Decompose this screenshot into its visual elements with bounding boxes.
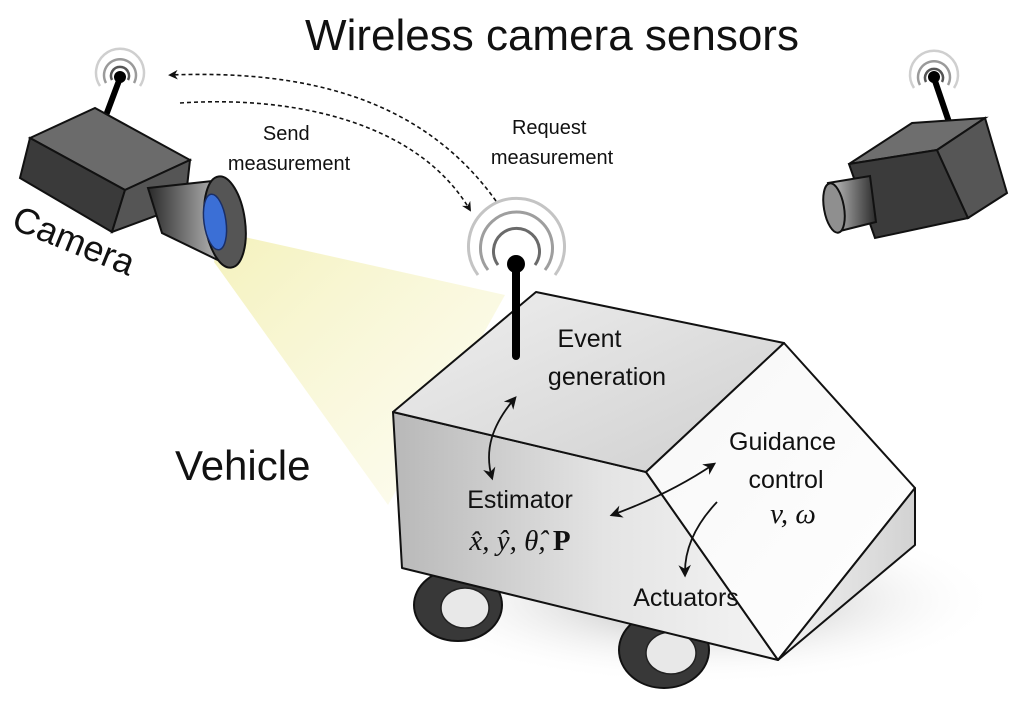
label-request-line1: Request [512, 117, 587, 139]
label-vehicle: Vehicle [175, 442, 310, 489]
label-event-generation: Event generation [548, 325, 666, 391]
estimator-vars: x̂, ŷ, θ̂, [468, 525, 553, 557]
wireless-signal-icon [908, 49, 960, 128]
arrow-estimator-guidance [609, 462, 717, 518]
diagram-title: Wireless camera sensors [305, 11, 799, 60]
label-guidance-line2: control [748, 466, 823, 494]
label-send-line2: measurement [228, 153, 351, 175]
label-control-vars: v, ω [770, 498, 816, 530]
label-request-line2: measurement [491, 147, 614, 169]
arrow-event-estimator [483, 396, 517, 481]
label-guidance-line1: Guidance [729, 428, 836, 456]
label-send-line1: Send [263, 123, 310, 145]
label-send-measurement: Send measurement [228, 123, 351, 175]
send-measurement-arrow [168, 69, 497, 202]
label-guidance-control: Guidance control [729, 428, 843, 494]
arrow-guidance-actuators [678, 501, 718, 578]
label-event-line2: generation [548, 363, 666, 391]
vehicle-antenna-icon [467, 196, 566, 360]
label-actuators: Actuators [633, 584, 739, 612]
vehicle-right-face [777, 487, 916, 661]
label-request-measurement: Request measurement [491, 117, 614, 169]
label-event-line1: Event [558, 325, 622, 353]
label-estimator-vars: x̂, ŷ, θ̂, P [468, 525, 570, 557]
camera-icon-right [822, 49, 1009, 240]
label-estimator: Estimator [467, 486, 573, 514]
estimator-covariance: P [553, 525, 571, 557]
camera-view-cone [214, 232, 505, 505]
camera-icon [18, 47, 247, 269]
vehicle-icon [392, 291, 916, 661]
